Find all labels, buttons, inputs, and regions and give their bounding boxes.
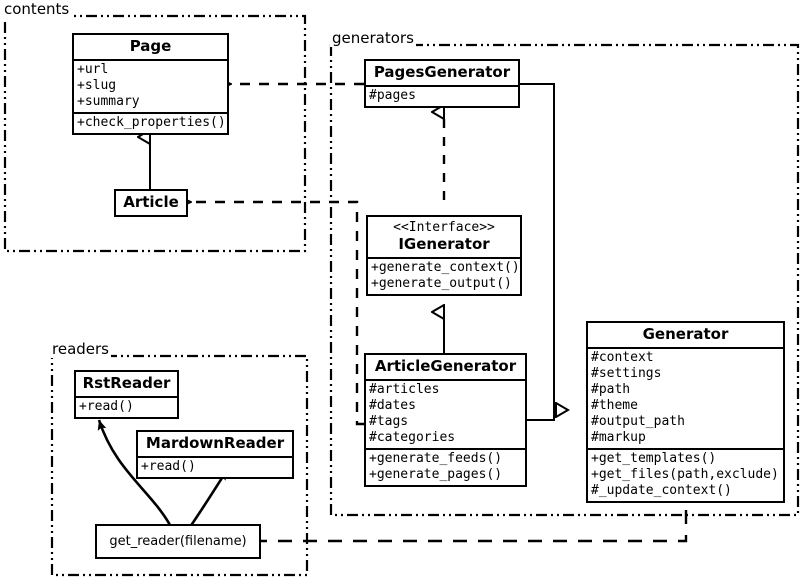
operation: +get_templates() <box>591 451 717 467</box>
class-page-title: Page <box>129 37 172 55</box>
operation: +generate_context() <box>371 259 520 275</box>
class-rst-reader[interactable]: RstReader +read() <box>74 370 179 420</box>
attribute: +summary <box>77 94 140 110</box>
attribute: #context <box>591 350 654 366</box>
edge-articlegenerator-generator <box>527 410 555 421</box>
function-get-reader-label: get_reader(filename) <box>109 534 247 549</box>
class-rst-reader-title: RstReader <box>82 374 171 392</box>
attribute: #path <box>591 382 631 398</box>
attribute: #markup <box>591 430 646 446</box>
operation: #_update_context() <box>591 483 732 499</box>
class-generator[interactable]: Generator #context #settings #path #them… <box>586 321 785 504</box>
attribute: #tags <box>369 414 409 430</box>
attribute: +slug <box>77 78 117 94</box>
class-article-generator[interactable]: ArticleGenerator #articles #dates #tags … <box>364 353 527 488</box>
package-border-contents <box>3 14 307 253</box>
attribute: #theme <box>591 398 638 414</box>
package-border-readers <box>50 354 309 577</box>
operation: +get_files(path,exclude) <box>591 467 779 483</box>
class-pages-generator-title: PagesGenerator <box>373 63 511 81</box>
class-igenerator-operations: +generate_context() +generate_output() <box>368 256 520 294</box>
edge-getreader-rstreader <box>97 419 172 526</box>
operation: +check_properties() <box>77 115 226 131</box>
edge-articlegenerator-article <box>176 195 364 426</box>
class-article-generator-title: ArticleGenerator <box>374 357 517 375</box>
attribute: #pages <box>369 88 416 104</box>
class-article-generator-attributes: #articles #dates #tags #categories <box>366 379 525 448</box>
class-igenerator[interactable]: <<Interface>> IGenerator +generate_conte… <box>366 215 522 296</box>
class-igenerator-title: <<Interface>> IGenerator <box>368 217 520 257</box>
class-article-generator-operations: +generate_feeds() +generate_pages() <box>366 448 525 485</box>
operation: +read() <box>79 399 134 415</box>
class-generator-title: Generator <box>642 325 729 343</box>
edge-pagesgenerator-generator <box>520 83 568 410</box>
attribute: #dates <box>369 398 416 414</box>
operation: +generate_feeds() <box>369 451 503 467</box>
class-article-title: Article <box>123 193 179 211</box>
package-label-contents: contents <box>2 0 72 18</box>
attribute: #settings <box>591 366 662 382</box>
class-page[interactable]: Page +url +slug +summary +check_properti… <box>72 33 229 136</box>
attribute: +url <box>77 62 109 78</box>
class-igenerator-name: IGenerator <box>398 234 490 253</box>
class-igenerator-stereotype: <<Interface>> <box>393 220 495 235</box>
class-article[interactable]: Article <box>114 189 188 218</box>
package-label-generators: generators <box>330 29 416 47</box>
class-page-attributes: +url +slug +summary <box>74 59 227 112</box>
class-markdown-reader[interactable]: MardownReader +read() <box>136 430 294 480</box>
operation: +generate_output() <box>371 275 512 291</box>
attribute: #categories <box>369 430 456 446</box>
attribute: #output_path <box>591 414 685 430</box>
edge-generator-getreader <box>247 510 688 548</box>
package-label-readers: readers <box>50 340 111 358</box>
operation: +read() <box>141 459 196 475</box>
class-page-operations: +check_properties() <box>74 112 227 133</box>
class-markdown-reader-title: MardownReader <box>145 434 285 452</box>
package-border-generators <box>329 43 800 517</box>
class-generator-attributes: #context #settings #path #theme #output_… <box>588 347 783 448</box>
function-get-reader[interactable]: get_reader(filename) <box>95 524 261 559</box>
attribute: #articles <box>369 382 440 398</box>
class-markdown-reader-operations: +read() <box>138 456 292 477</box>
class-pages-generator-attributes: #pages <box>366 85 518 106</box>
class-rst-reader-operations: +read() <box>76 396 177 417</box>
class-generator-operations: +get_templates() +get_files(path,exclude… <box>588 448 783 501</box>
class-pages-generator[interactable]: PagesGenerator #pages <box>364 59 520 109</box>
operation: +generate_pages() <box>369 467 503 483</box>
